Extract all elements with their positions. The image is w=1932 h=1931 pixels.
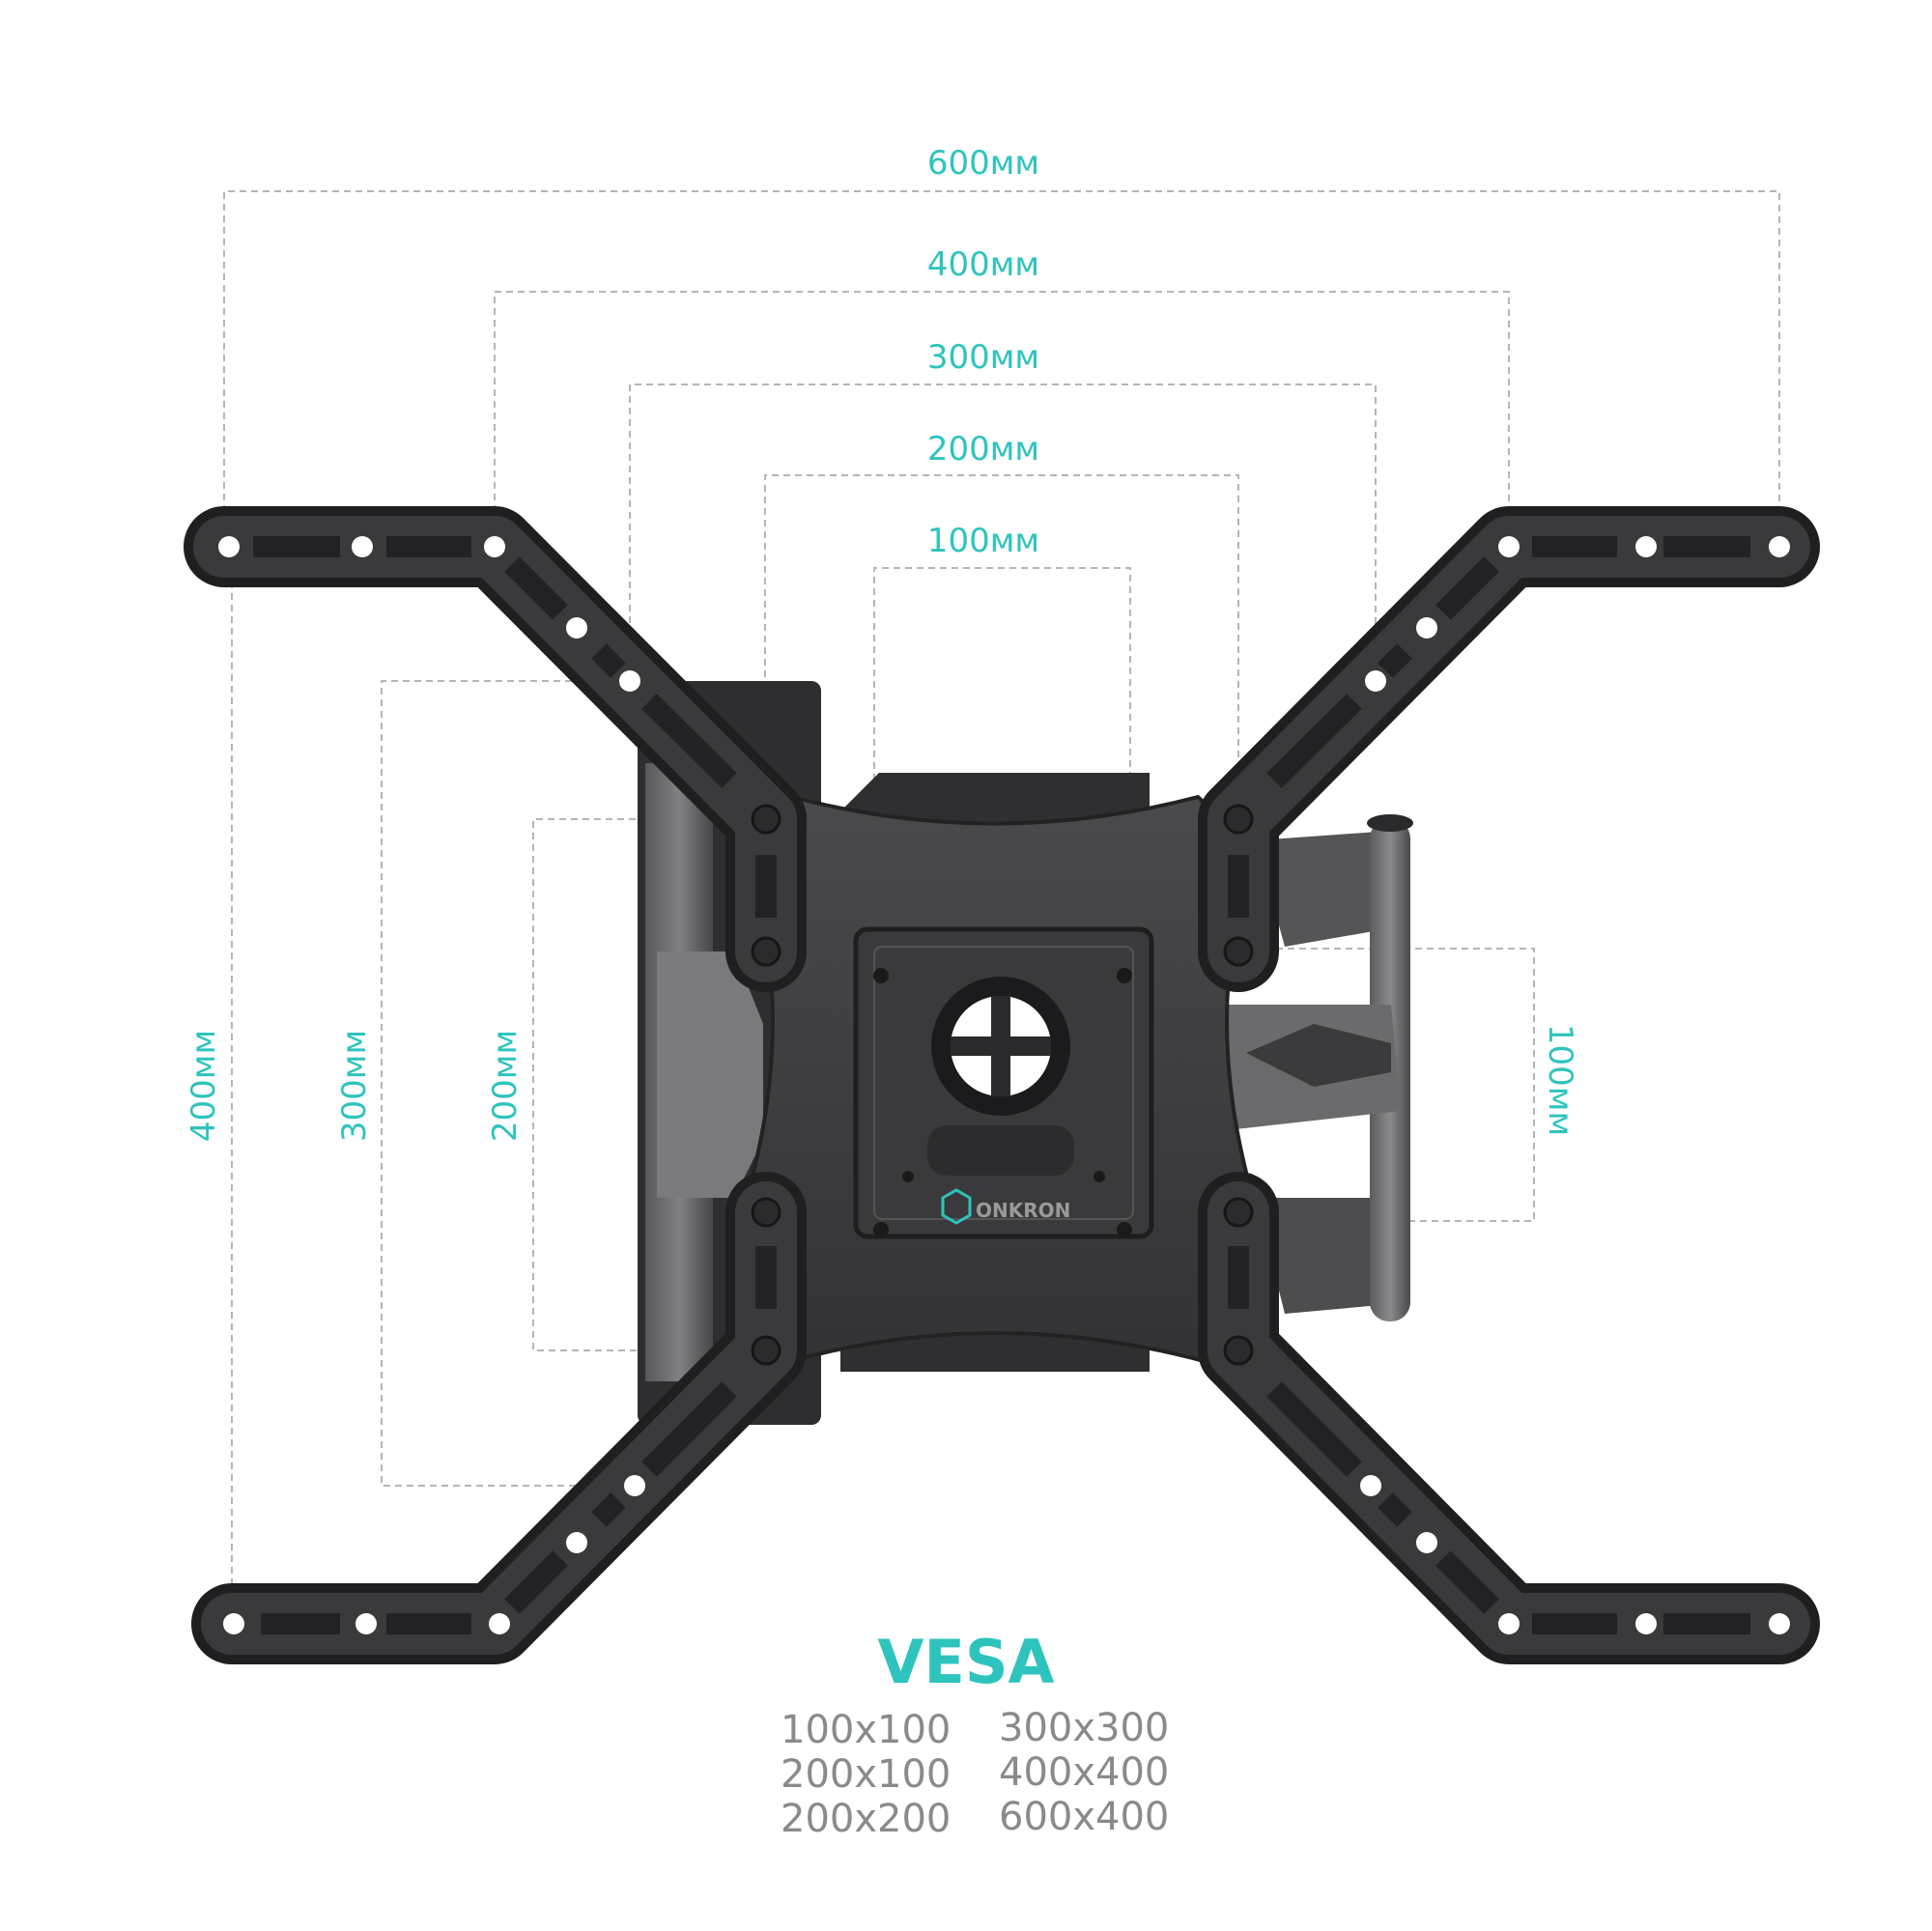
bolt-heads [751,804,1254,1366]
dim-label-v-100: 100мм [1541,1024,1579,1136]
vesa-size: 200x100 [781,1752,952,1797]
dim-label-300: 300мм [927,338,1039,377]
vesa-title: VESA [877,1627,1055,1697]
vertical-dimension-labels: 400мм 300мм 200мм 100мм [185,1024,1579,1142]
lower-arm-link [1256,1198,1391,1314]
guide-600 [223,190,1780,547]
dim-label-600: 600мм [927,144,1039,183]
dim-label-400: 400мм [927,245,1039,284]
mounting-plate: ONKRON [741,794,1259,1365]
vesa-list-left: 100x100 200x100 200x200 [781,1708,951,1841]
guide-v-300 [381,680,630,1487]
guide-400 [494,291,1510,547]
vesa-size: 400x400 [999,1750,1170,1795]
vesa-size: 200x200 [781,1797,952,1841]
dim-label-v-200: 200мм [486,1030,525,1142]
vesa-size: 100x100 [781,1708,952,1752]
vesa-size: 300x300 [999,1706,1170,1750]
dim-label-v-400: 400мм [185,1030,223,1142]
dim-label-100: 100мм [927,522,1039,560]
bracket-holes [218,536,1790,1634]
horizontal-dimension-labels: 600мм 400мм 300мм 200мм 100мм [927,144,1039,560]
guide-100 [873,567,1131,966]
dim-label-200: 200мм [927,430,1039,469]
vesa-list-right: 300x300 400x400 600x400 [999,1706,1169,1839]
onkron-logo: ONKRON [941,1188,1070,1225]
brand-text: ONKRON [976,1199,1070,1222]
vesa-size: 600x400 [999,1795,1170,1839]
upper-arm-link [1256,831,1396,947]
dim-label-v-300: 300мм [335,1030,374,1142]
